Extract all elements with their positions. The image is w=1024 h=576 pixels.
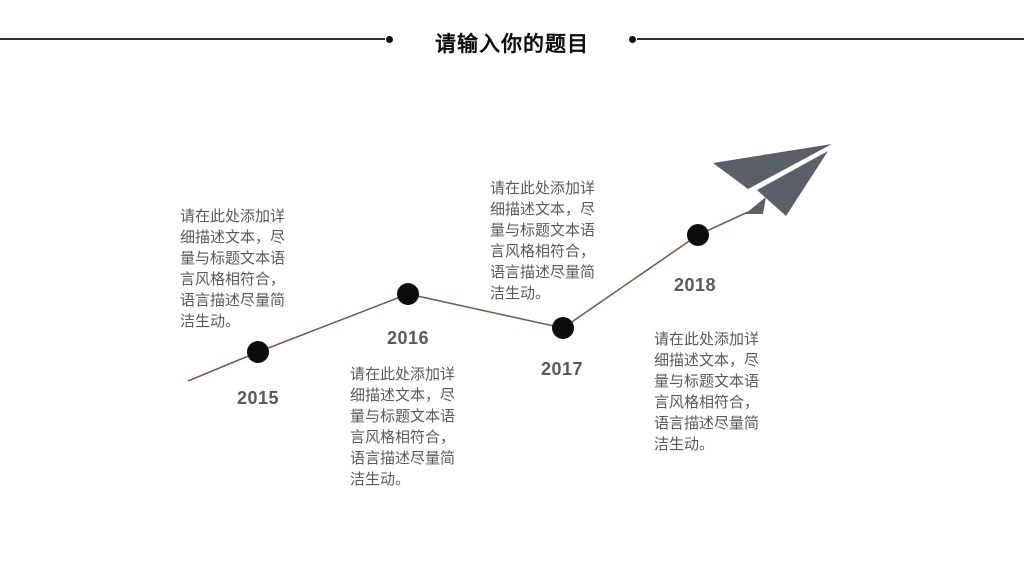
paper-plane-icon — [713, 144, 832, 216]
year-label-2017: 2017 — [540, 359, 584, 379]
timeline-node-2016 — [397, 283, 419, 305]
description-text-2015: 请在此处添加详 细描述文本，尽 量与标题文本语 言风格相符合， 语言描述尽量简 … — [180, 208, 286, 330]
timeline-node-2018 — [687, 224, 709, 246]
year-label-2016: 2016 — [386, 328, 430, 348]
year-label-2018: 2018 — [673, 275, 717, 295]
timeline-node-2015 — [247, 341, 269, 363]
header-rule-left — [0, 38, 385, 40]
slide-title: 请输入你的题目 — [435, 33, 589, 56]
header-dot-left — [386, 36, 393, 43]
description-text-2016: 请在此处添加详 细描述文本，尽 量与标题文本语 言风格相符合， 语言描述尽量简 … — [350, 366, 456, 488]
timeline-node-2017 — [552, 317, 574, 339]
description-text-2017: 请在此处添加详 细描述文本，尽 量与标题文本语 言风格相符合， 语言描述尽量简 … — [490, 180, 596, 302]
description-text-2018: 请在此处添加详 细描述文本，尽 量与标题文本语 言风格相符合， 语言描述尽量简 … — [654, 331, 760, 453]
header-dot-right — [629, 36, 636, 43]
year-label-2015: 2015 — [236, 388, 280, 408]
header-rule-right — [637, 38, 1024, 40]
